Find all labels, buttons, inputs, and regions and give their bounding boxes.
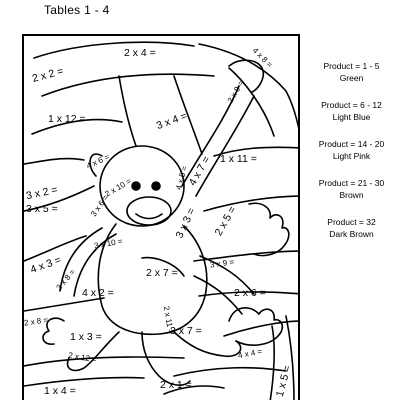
problem-label: 1 x 3 = [70, 331, 102, 343]
region-line [42, 317, 65, 345]
region-line [73, 233, 117, 297]
region-line [228, 307, 284, 346]
region-line [131, 181, 141, 191]
problem-label: 2 x 4 = [124, 47, 156, 59]
legend-item-dark-brown: Product = 32 Dark Brown [303, 216, 400, 240]
legend-item-light-pink: Product = 14 - 20 Light Pink [303, 138, 400, 162]
region-line [99, 145, 185, 227]
region-line [228, 59, 265, 93]
problem-label: 1 x 4 = [44, 385, 76, 397]
legend-range: Product = 1 - 5 [323, 61, 380, 71]
region-line [66, 331, 120, 372]
region-line [173, 366, 287, 377]
legend-item-light-blue: Product = 6 - 12 Light Blue [303, 99, 400, 123]
region-line [173, 331, 242, 358]
legend-range: Product = 21 - 30 [318, 178, 385, 188]
region-line [126, 196, 172, 226]
region-line [181, 85, 240, 187]
legend-range: Product = 6 - 12 [321, 100, 382, 110]
region-line [31, 118, 123, 135]
problem-label: 4 x 2 = [82, 287, 114, 299]
region-line [135, 213, 163, 220]
legend-range: Product = 14 - 20 [318, 139, 385, 149]
problem-label: 3 x 7 = [170, 325, 202, 337]
region-line [203, 195, 298, 212]
region-line [199, 255, 255, 295]
legend-color: Dark Brown [329, 229, 374, 239]
region-line [269, 325, 275, 400]
region-line [97, 223, 208, 336]
region-line [118, 75, 137, 147]
region-line [89, 153, 103, 177]
region-line [41, 73, 215, 97]
region-line [59, 227, 103, 292]
region-line [33, 41, 195, 59]
legend-color: Light Pink [332, 151, 371, 161]
region-line [285, 315, 295, 400]
problem-label: 2 x 6 = [234, 287, 266, 299]
legend-color: Green [339, 73, 364, 83]
legend-item-green: Product = 1 - 5 Green [303, 60, 400, 84]
coloring-picture: 2 x 4 = 4 x 8 = 2 x 2 = 2 x 9 = 1 x 12 =… [22, 34, 300, 400]
color-key: Product = 1 - 5 Green Product = 6 - 12 L… [303, 60, 400, 255]
region-line [195, 95, 255, 197]
legend-color: Brown [339, 190, 364, 200]
monkey-drawing [24, 41, 298, 400]
problem-label: 1 x 12 = [48, 113, 86, 125]
region-line [198, 43, 298, 129]
problem-label: 2 x 7 = [146, 267, 178, 279]
region-line [24, 157, 85, 165]
legend-color: Light Blue [332, 112, 371, 122]
legend-range: Product = 32 [327, 217, 376, 227]
legend-item-brown: Product = 21 - 30 Brown [303, 177, 400, 201]
worksheet-title: Tables 1 - 4 [44, 3, 110, 17]
region-line [141, 331, 191, 386]
region-line [24, 185, 95, 212]
region-line [248, 202, 290, 257]
region-line [24, 297, 105, 312]
problem-label: 3 x 5 = [26, 203, 58, 215]
region-line [223, 320, 298, 337]
region-line [198, 291, 298, 297]
region-line [193, 250, 298, 262]
region-line [141, 256, 185, 277]
region-line [24, 235, 87, 262]
region-line [173, 75, 203, 155]
problem-label: 1 x 11 = [220, 153, 257, 165]
region-line [24, 376, 145, 387]
problem-label: 2 x 1 = [160, 379, 192, 391]
region-line [163, 385, 225, 395]
region-line [151, 181, 161, 191]
region-line [193, 275, 243, 315]
region-line [24, 356, 185, 367]
